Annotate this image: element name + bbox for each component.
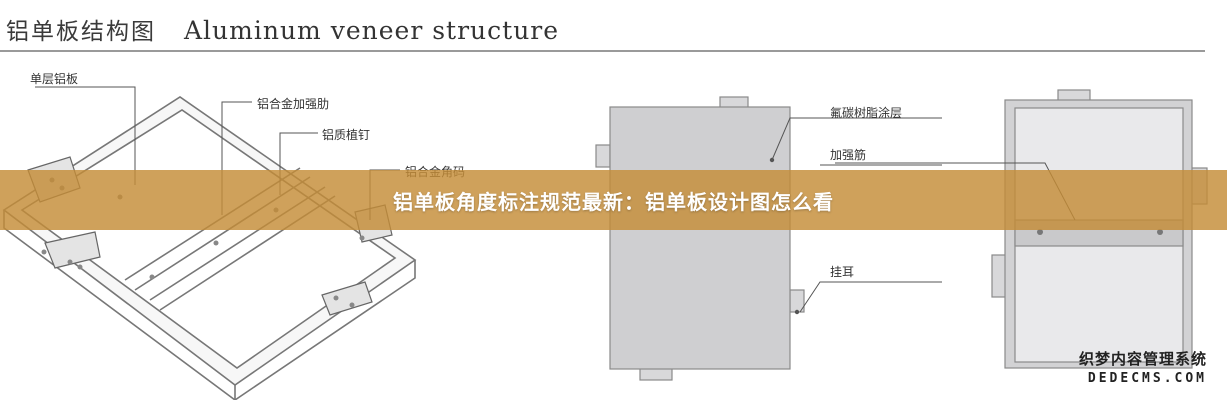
label-single-layer-panel: 单层铝板 [30, 72, 79, 86]
title-banner: 铝单板角度标注规范最新：铝单板设计图怎么看 [0, 170, 1227, 230]
title-en: Aluminum veneer structure [184, 16, 560, 45]
leader-hanging-ear [799, 281, 942, 313]
watermark-line2: DEDECMS.COM [1087, 371, 1207, 386]
label-alloy-stiffener: 铝合金加强肋 [257, 97, 330, 111]
page-title: 铝单板结构图 Aluminum veneer structure [6, 12, 559, 46]
title-zh: 铝单板结构图 [6, 19, 156, 45]
panel-tab-left [595, 144, 611, 168]
label-stiffener-rib: 加强筋 [830, 148, 867, 162]
panel-tab-bottom [639, 367, 673, 381]
panel-face [609, 106, 791, 370]
leader-single-panel [35, 86, 136, 185]
label-fluorocarbon-coating: 氟碳树脂涂层 [830, 106, 903, 120]
bracket-left-bottom [44, 231, 101, 269]
watermark: 织梦内容管理系统 DEDECMS.COM [1079, 348, 1207, 386]
watermark-line1: 织梦内容管理系统 [1078, 350, 1207, 368]
label-hanging-ear: 挂耳 [830, 265, 855, 279]
title-divider [0, 50, 1205, 52]
leader-lines-middle [771, 117, 942, 313]
front-panel [595, 96, 805, 381]
banner-text: 铝单板角度标注规范最新：铝单板设计图怎么看 [393, 189, 834, 214]
bracket-bottom-right [321, 281, 373, 316]
leader-fluorocarbon [771, 117, 942, 161]
label-aluminum-stud: 铝质植钉 [322, 128, 371, 142]
